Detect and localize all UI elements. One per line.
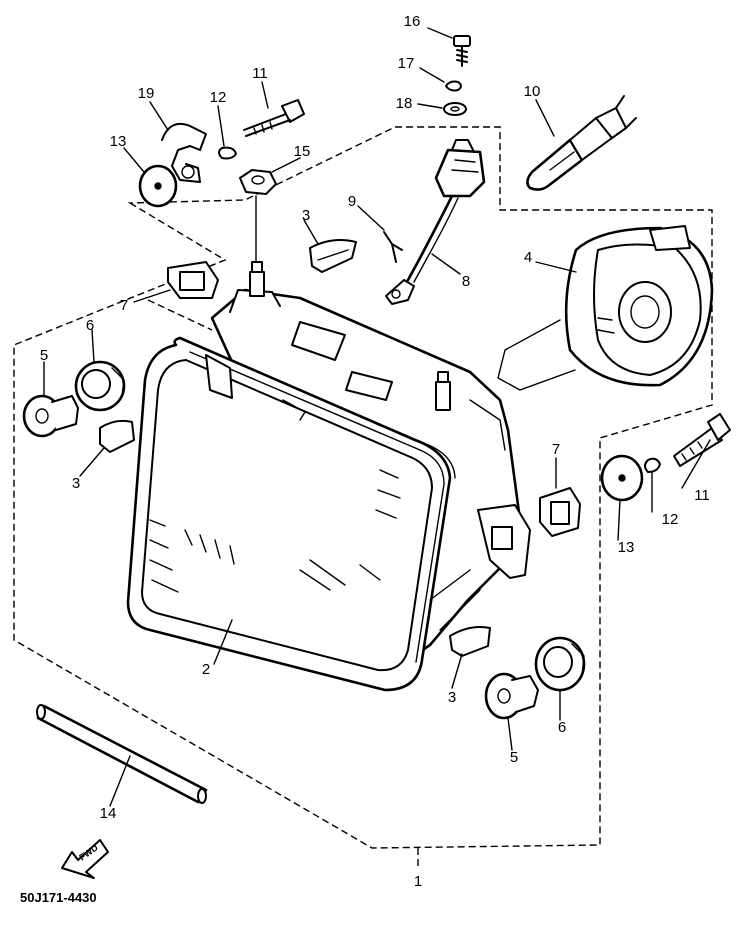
top-mount-hardware [138, 99, 305, 263]
bracket-clip-bottom [449, 626, 491, 657]
figure-code: 50J171-4430 [20, 890, 97, 905]
callout-7-left: 7 [120, 297, 128, 314]
callout-1: 1 [414, 873, 422, 890]
callout-18: 18 [396, 95, 413, 112]
callout-16: 16 [404, 13, 421, 30]
callout-5-left: 5 [40, 347, 48, 364]
callout-7-right: 7 [552, 441, 560, 458]
callout-6-left: 6 [86, 317, 94, 334]
callout-3-left: 3 [72, 475, 80, 492]
callout-12-right: 12 [662, 511, 679, 528]
socket-assembly [385, 35, 486, 305]
clip [383, 231, 403, 263]
callout-19: 19 [138, 85, 155, 102]
right-mount-hardware [600, 413, 731, 502]
callout-12-top: 12 [210, 89, 227, 106]
callout-17: 17 [398, 55, 415, 72]
bracket-clip-left [99, 419, 135, 453]
left-grommet-set [22, 261, 219, 438]
callout-9: 9 [348, 193, 356, 210]
callout-13-top: 13 [110, 133, 127, 150]
callout-labels: 16 17 18 10 11 19 12 15 13 9 3 8 4 7 6 5… [40, 13, 710, 890]
callout-3-top: 3 [302, 207, 310, 224]
callout-5-right: 5 [510, 749, 518, 766]
callout-4: 4 [524, 249, 532, 266]
callout-10: 10 [524, 83, 541, 100]
fwd-arrow-icon: FWD [61, 839, 109, 879]
rear-cover [497, 225, 714, 391]
bracket-boundary [147, 299, 213, 331]
right-grommet-set [484, 487, 586, 720]
leader-lines [43, 27, 711, 807]
bulb [526, 95, 637, 191]
callout-6-right: 6 [558, 719, 566, 736]
callout-2: 2 [202, 661, 210, 678]
callout-3-bottom: 3 [448, 689, 456, 706]
callout-13-right: 13 [618, 539, 635, 556]
callout-8: 8 [462, 273, 470, 290]
callout-11-top: 11 [252, 65, 268, 82]
callout-11-right: 11 [694, 487, 710, 504]
assembly-boundary [13, 126, 713, 849]
bracket-clip-top [309, 239, 357, 273]
weatherstrip [36, 704, 208, 804]
callout-14: 14 [100, 805, 117, 822]
lens-pattern [149, 469, 401, 593]
headlight-unit [126, 261, 531, 692]
callout-15: 15 [294, 143, 311, 160]
